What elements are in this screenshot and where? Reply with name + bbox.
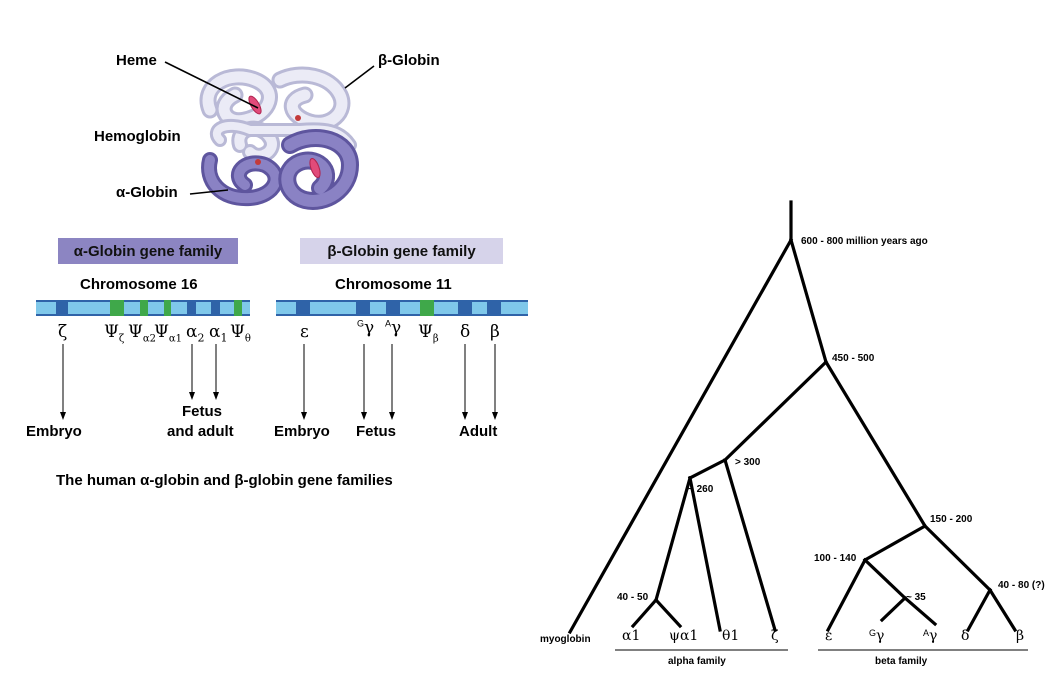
alpha-embryo-label: Embryo [26, 423, 82, 440]
gene-psi-zeta: Ψζ [104, 322, 125, 345]
alpha-family-group-label: alpha family [668, 656, 726, 667]
leaf-myoglobin: myoglobin [540, 634, 591, 645]
alpha-globin-label: α-Globin [116, 184, 178, 201]
leaf-theta1: θ1 [722, 628, 740, 644]
gene-psi-alpha1: Ψα1 [154, 322, 183, 345]
beta-adult-label: Adult [459, 423, 498, 440]
gene-psi-alpha2: Ψα2 [128, 322, 157, 345]
leaf-zeta: ζ [771, 628, 779, 644]
node-root-age: 600 - 800 million years ago [801, 236, 928, 247]
gene-alpha1: α1 [209, 322, 228, 345]
alpha-family-title: α-Globin gene family [58, 238, 238, 264]
gene-psi-beta: Ψβ [418, 322, 439, 345]
expression-arrows [60, 344, 498, 420]
gene-a-gamma: Aγ [385, 318, 402, 338]
node-450-500: 450 - 500 [832, 353, 875, 364]
gene-delta: δ [460, 322, 471, 342]
gene-beta: β [490, 322, 500, 342]
gene-alpha2: α2 [186, 322, 205, 345]
alpha-adult-label: and adult [167, 423, 234, 440]
beta-fetus-label: Fetus [356, 423, 397, 440]
leaf-beta: β [1016, 628, 1025, 644]
node-300: > 300 [735, 457, 761, 468]
chromosome-bars [36, 300, 528, 316]
node-35: ~ 35 [906, 592, 926, 603]
figure-caption: The human α-globin and β-globin gene fam… [56, 472, 393, 489]
gene-zeta: ζ [58, 322, 68, 342]
alpha-fetus-label: Fetus [182, 403, 223, 420]
node-150-200: 150 - 200 [930, 514, 973, 525]
gene-psi-theta: Ψθ [230, 322, 251, 345]
leaf-a-gamma: Aγ [923, 628, 938, 644]
heme-label: Heme [116, 52, 157, 69]
globin-phylogenetic-tree [567, 200, 1028, 651]
chromosome-11-label: Chromosome 11 [335, 276, 452, 293]
node-260: ~ 260 [688, 484, 714, 495]
gene-g-gamma: Gγ [357, 318, 375, 338]
hemoglobin-pointers [164, 61, 375, 195]
leaf-epsilon: ε [825, 628, 833, 644]
hemoglobin-label: Hemoglobin [94, 128, 181, 145]
leaf-psi-alpha1: ψα1 [669, 628, 699, 644]
leaf-delta: δ [961, 628, 970, 644]
chromosome-16-label: Chromosome 16 [80, 276, 198, 293]
hemoglobin-illustration [199, 66, 359, 210]
beta-family-title: β-Globin gene family [300, 238, 503, 264]
beta-globin-label: β-Globin [378, 52, 440, 69]
leaf-g-gamma: Gγ [869, 628, 885, 644]
beta-embryo-label: Embryo [274, 423, 330, 440]
gene-epsilon: ε [300, 322, 309, 342]
node-40-80: 40 - 80 (?) [998, 580, 1045, 591]
node-100-140: 100 - 140 [814, 553, 857, 564]
beta-family-group-label: beta family [875, 656, 928, 667]
leaf-alpha1: α1 [622, 628, 641, 644]
node-40-50: 40 - 50 [617, 592, 649, 603]
